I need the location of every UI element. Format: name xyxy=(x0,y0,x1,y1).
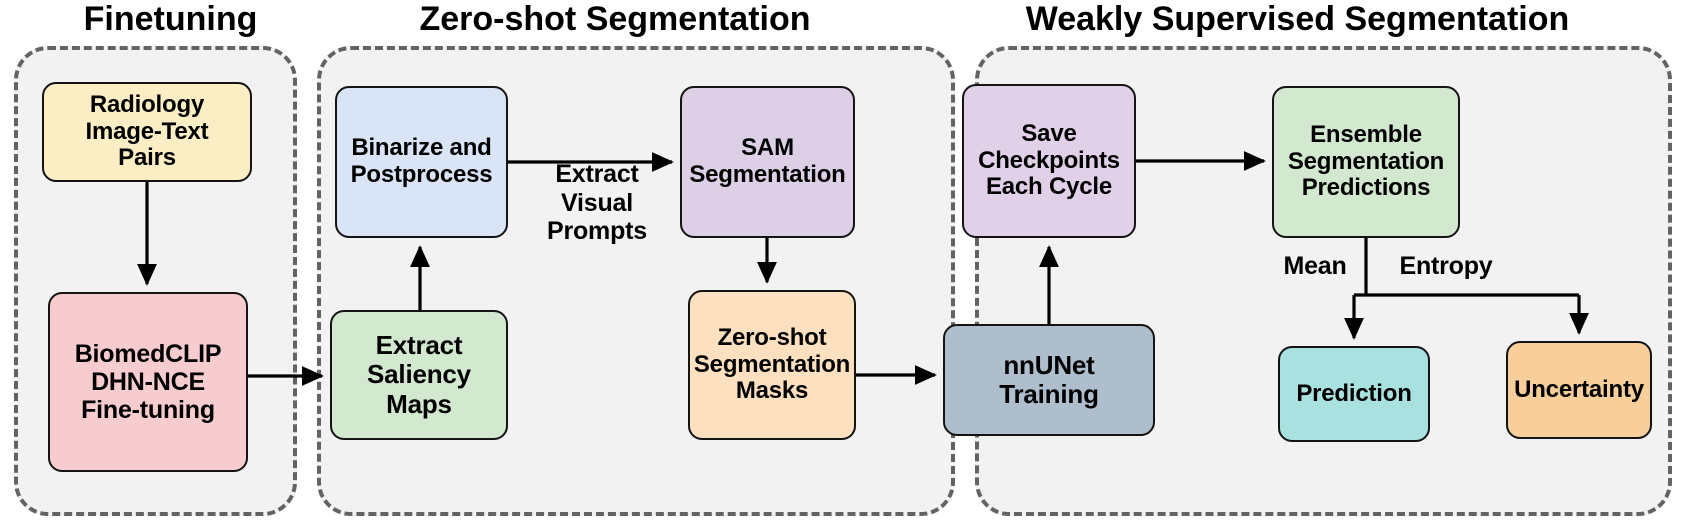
node-label-zero-shot-segmentation-masks: Zero-shot Segmentation Masks xyxy=(693,323,851,405)
panel-title-zero-shot-segmentation: Zero-shot Segmentation xyxy=(419,0,811,38)
node-label-biomedclip-dhn-nce-fine-tuning: BiomedCLIP DHN-NCE Fine-tuning xyxy=(74,340,222,424)
edge-label-mean: Mean xyxy=(1283,252,1347,280)
node-save-checkpoints-each-cycle[interactable]: Save Checkpoints Each Cycle xyxy=(962,84,1136,238)
node-extract-saliency-maps[interactable]: Extract Saliency Maps xyxy=(330,310,508,440)
node-radiology-image-text-pairs[interactable]: Radiology Image-Text Pairs xyxy=(42,82,252,182)
edge-label-extract-visual-prompts: Extract Visual Prompts xyxy=(546,160,647,245)
node-label-ensemble-segmentation-predictions: Ensemble Segmentation Predictions xyxy=(1287,120,1445,202)
node-biomedclip-dhn-nce-fine-tuning[interactable]: BiomedCLIP DHN-NCE Fine-tuning xyxy=(48,292,248,472)
node-ensemble-segmentation-predictions[interactable]: Ensemble Segmentation Predictions xyxy=(1272,86,1460,238)
node-label-extract-saliency-maps: Extract Saliency Maps xyxy=(367,330,471,419)
node-label-nnunet-training: nnUNet Training xyxy=(999,349,1099,409)
node-nnunet-training[interactable]: nnUNet Training xyxy=(943,324,1155,436)
node-label-sam-segmentation: SAM Segmentation xyxy=(689,134,846,188)
node-zero-shot-segmentation-masks[interactable]: Zero-shot Segmentation Masks xyxy=(688,290,856,440)
panel-title-weakly-supervised-segmentation: Weakly Supervised Segmentation xyxy=(1025,0,1570,38)
node-label-uncertainty: Uncertainty xyxy=(1514,375,1644,403)
node-label-binarize-and-postprocess: Binarize and Postprocess xyxy=(350,134,493,188)
node-label-save-checkpoints-each-cycle: Save Checkpoints Each Cycle xyxy=(978,119,1120,201)
node-label-radiology-image-text-pairs: Radiology Image-Text Pairs xyxy=(85,90,209,172)
panel-title-finetuning: Finetuning xyxy=(83,0,258,38)
edge-label-entropy: Entropy xyxy=(1399,252,1493,280)
node-prediction[interactable]: Prediction xyxy=(1278,346,1430,442)
node-sam-segmentation[interactable]: SAM Segmentation xyxy=(680,86,855,238)
node-uncertainty[interactable]: Uncertainty xyxy=(1506,341,1652,439)
node-binarize-and-postprocess[interactable]: Binarize and Postprocess xyxy=(335,86,508,238)
node-label-prediction: Prediction xyxy=(1296,379,1412,407)
